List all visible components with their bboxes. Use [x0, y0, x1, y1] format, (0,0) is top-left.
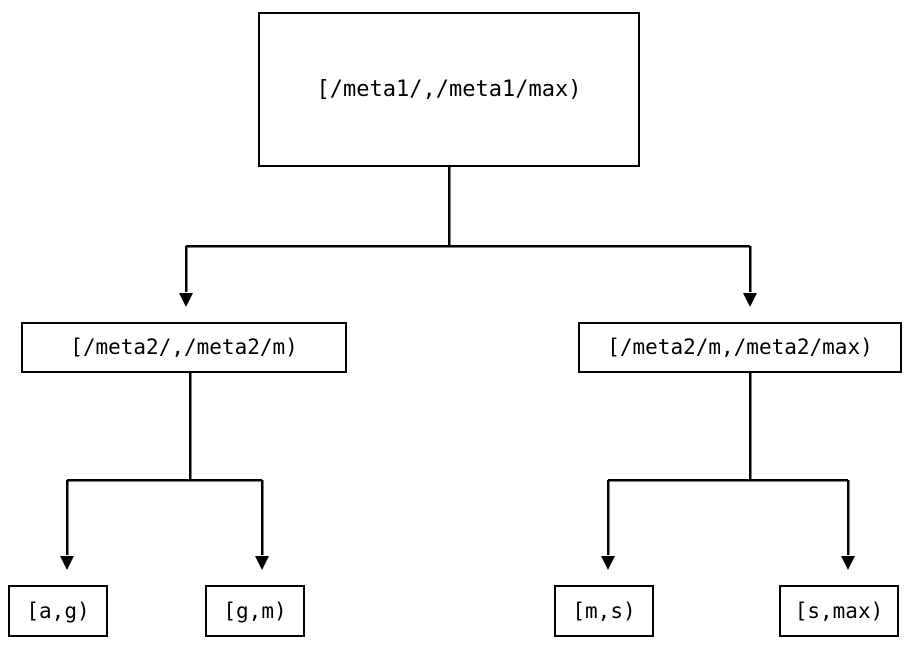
tree-node-mid-left[interactable]: [/meta2/,/meta2/m): [21, 322, 347, 373]
tree-node-mid-left-label: [/meta2/,/meta2/m): [70, 335, 298, 359]
tree-node-root-label: [/meta1/,/meta1/max): [316, 76, 582, 102]
tree-node-leaf-ms-label: [m,s): [572, 598, 636, 623]
arrowhead-icon-leaf-smax: [841, 556, 855, 570]
tree-node-leaf-ag-label: [a,g): [26, 598, 90, 623]
tree-node-leaf-ag[interactable]: [a,g): [8, 585, 108, 637]
tree-node-root[interactable]: [/meta1/,/meta1/max): [258, 12, 640, 167]
tree-node-leaf-smax[interactable]: [s,max): [779, 585, 899, 637]
tree-node-mid-right-label: [/meta2/m,/meta2/max): [607, 335, 873, 359]
tree-node-mid-right[interactable]: [/meta2/m,/meta2/max): [578, 322, 902, 373]
tree-node-leaf-gm[interactable]: [g,m): [205, 585, 305, 637]
arrowhead-icon-mid-right: [743, 293, 757, 307]
arrowhead-icon-leaf-ag: [60, 556, 74, 570]
tree-node-leaf-smax-label: [s,max): [794, 598, 884, 623]
arrowhead-icon-leaf-ms: [601, 556, 615, 570]
arrowhead-icon-leaf-gm: [255, 556, 269, 570]
arrowhead-icon-mid-left: [179, 293, 193, 307]
tree-node-leaf-ms[interactable]: [m,s): [554, 585, 654, 637]
tree-node-leaf-gm-label: [g,m): [223, 598, 287, 623]
